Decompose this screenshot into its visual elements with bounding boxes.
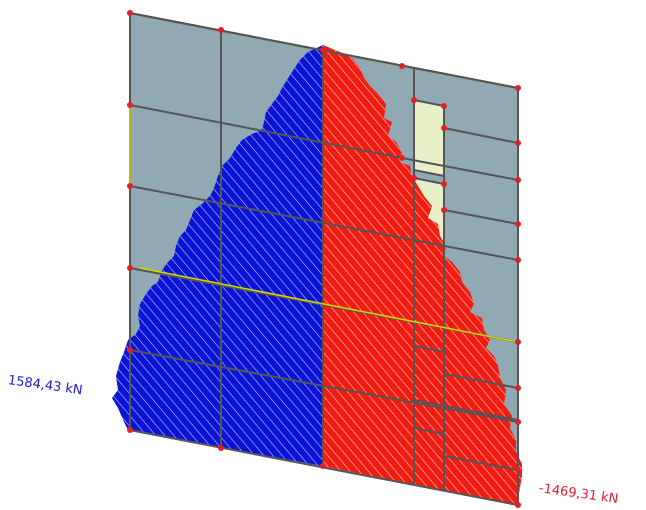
diagram-positive-hatch [112,45,323,466]
node[interactable] [218,27,224,33]
beam-line[interactable] [443,127,519,144]
beam-line[interactable] [401,157,519,181]
node[interactable] [515,419,521,425]
node[interactable] [515,221,521,227]
node[interactable] [127,102,133,108]
beam-line[interactable] [443,209,519,225]
node[interactable] [515,339,521,345]
node[interactable] [515,177,521,183]
node[interactable] [515,467,521,473]
node[interactable] [515,140,521,146]
node[interactable] [127,347,133,353]
node[interactable] [399,155,405,161]
beam-line[interactable] [443,373,519,389]
node[interactable] [320,47,326,53]
node[interactable] [441,103,447,109]
diagram-negative-hatch [323,45,522,505]
node[interactable] [399,63,405,69]
beam-line[interactable] [443,455,519,471]
node[interactable] [127,183,133,189]
node[interactable] [320,463,326,469]
member-lines[interactable] [129,12,519,506]
node[interactable] [515,385,521,391]
beam-line[interactable] [413,427,445,435]
node[interactable] [127,265,133,271]
force-diagram[interactable] [112,45,522,505]
beam-line[interactable] [413,345,445,353]
node[interactable] [441,181,447,187]
beam-line[interactable] [413,399,519,421]
node[interactable] [411,175,417,181]
node[interactable] [218,445,224,451]
node[interactable] [515,85,521,91]
node[interactable] [411,97,417,103]
node[interactable] [441,207,447,213]
node-markers[interactable] [127,10,521,508]
node[interactable] [127,427,133,433]
node[interactable] [515,257,521,263]
selected-line[interactable] [129,105,519,343]
node[interactable] [441,125,447,131]
beam-line[interactable] [129,104,403,159]
node[interactable] [515,502,521,508]
node[interactable] [127,10,133,16]
